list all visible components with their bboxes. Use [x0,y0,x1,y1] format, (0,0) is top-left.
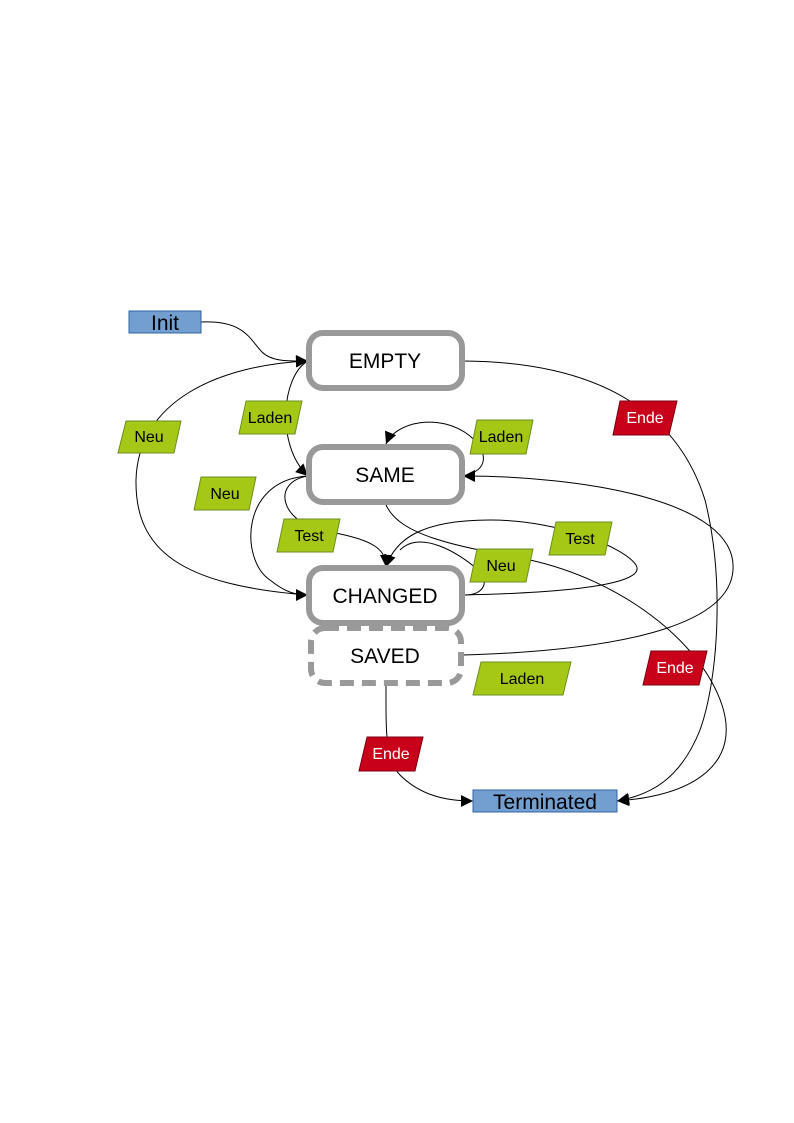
edge-saved-terminated-ende [385,685,474,807]
label-laden-saved-same: Laden [472,661,572,696]
label-ende-saved-text: Ende [372,746,409,763]
state-changed-label: CHANGED [332,585,437,608]
label-neu-changed-loop-text: Neu [486,558,515,575]
edge-saved-same-laden [462,470,734,656]
edge-init-empty [200,321,309,368]
label-neu-same-changed: Neu [193,476,257,511]
terminated-node: Terminated [472,789,618,814]
label-neu-same-changed-text: Neu [210,486,239,503]
label-ende-changed: Ende [642,650,708,686]
terminated-node-label: Terminated [493,791,597,814]
label-ende-saved: Ende [358,736,424,772]
label-laden-empty-same: Laden [238,400,303,435]
label-test-same-changed: Test [276,518,341,553]
label-test-changed-same: Test [548,521,613,556]
label-test-same-changed-text: Test [294,528,324,545]
label-laden-empty-same-text: Laden [248,410,293,427]
edge-empty-terminated-ende [462,360,718,805]
label-laden-same-loop: Laden [469,419,534,455]
label-test-changed-same-text: Test [565,531,595,548]
label-laden-same-loop-text: Laden [479,429,524,446]
state-empty-label: EMPTY [349,350,421,373]
state-same: SAME [306,444,465,505]
edge-changed-empty-neu [135,355,309,596]
init-node-label: Init [151,312,179,335]
label-ende-changed-text: Ende [656,660,693,677]
edge-same-changed-neu [250,475,309,601]
label-neu-changed-loop: Neu [469,548,534,583]
state-empty: EMPTY [306,330,465,391]
edges [135,321,734,807]
edge-same-loop-laden [385,421,484,477]
label-ende-empty-text: Ende [626,410,663,427]
state-same-label: SAME [355,464,415,487]
state-saved: SAVED [308,625,464,686]
label-neu-empty-changed: Neu [117,420,182,454]
label-neu-empty-changed-text: Neu [134,429,163,446]
init-node: Init [128,310,202,335]
label-ende-empty: Ende [612,400,678,436]
state-saved-label: SAVED [350,645,420,668]
label-laden-saved-same-text: Laden [500,671,545,688]
edge-same-terminated-ende [385,504,727,807]
state-changed: CHANGED [306,565,465,626]
